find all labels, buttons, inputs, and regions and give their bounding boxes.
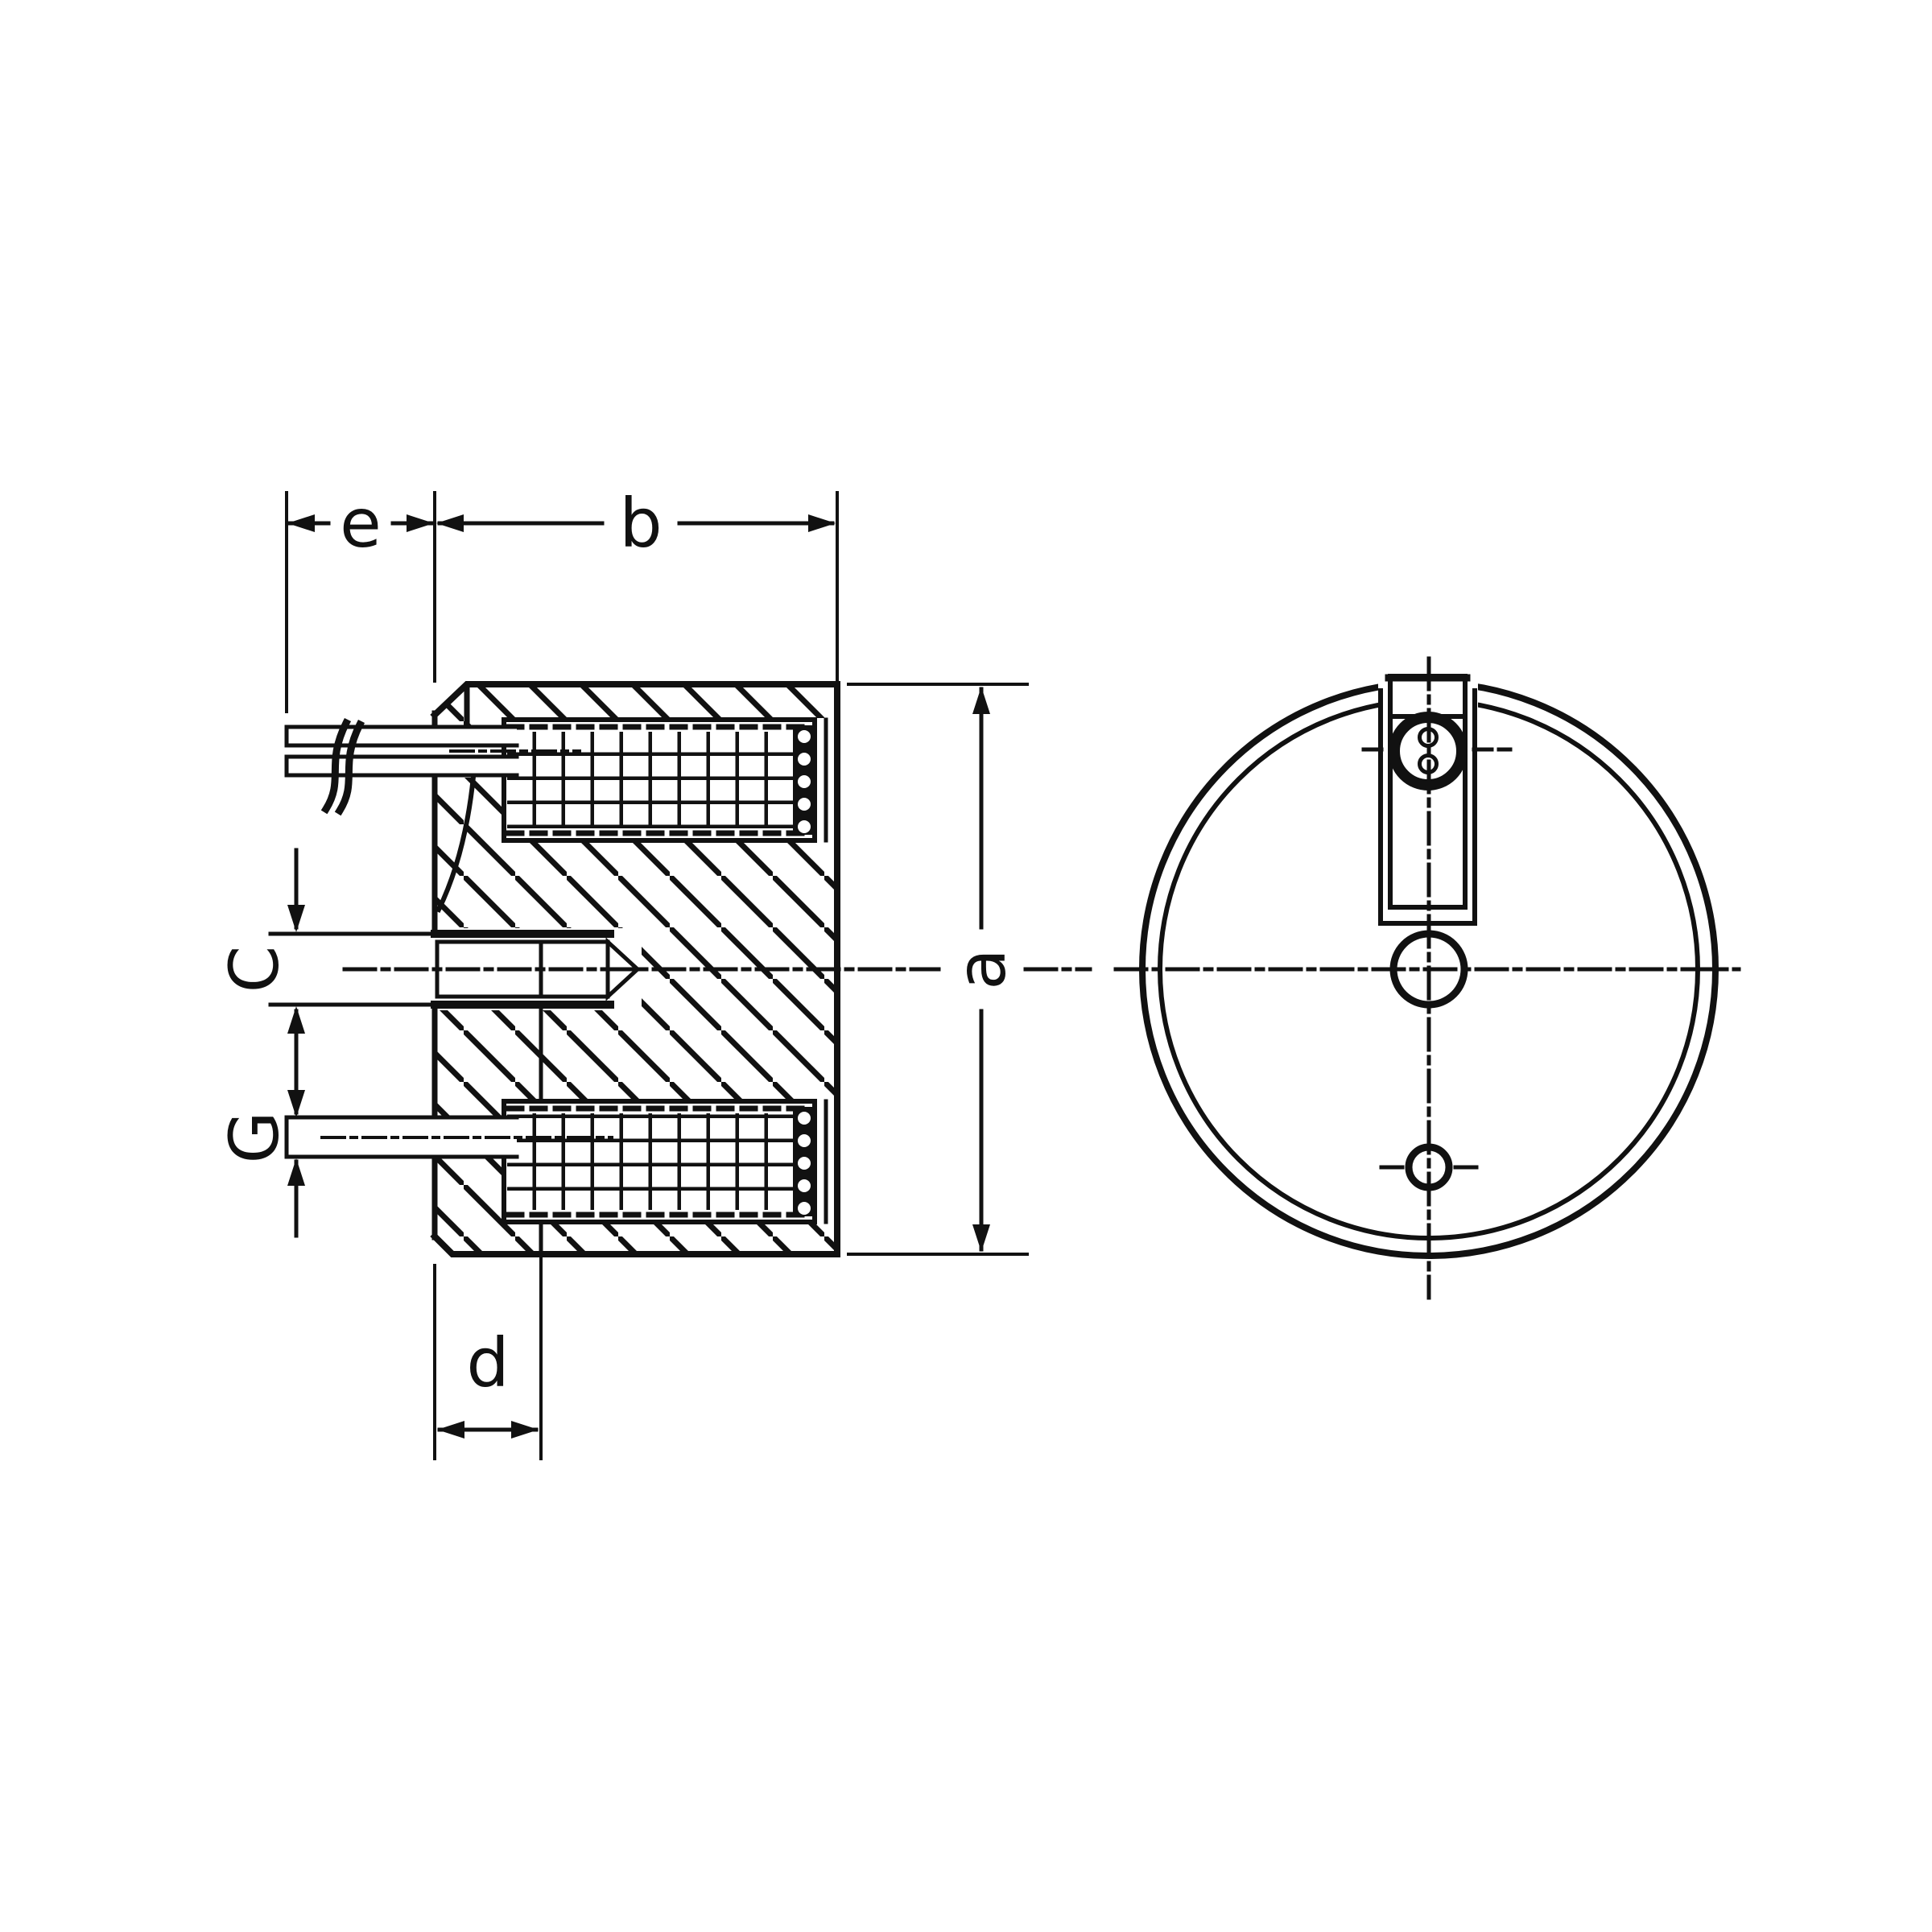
dim-label-b: b <box>619 484 662 563</box>
dim-label-g: G <box>215 1111 294 1163</box>
coil-top <box>502 717 828 843</box>
dim-g: G <box>215 1036 305 1238</box>
dim-label-a: a <box>942 948 1021 989</box>
front-view-centerlines <box>1113 656 1741 1300</box>
wire-groove-curve <box>435 774 477 914</box>
front-view <box>1113 656 1741 1300</box>
dim-a: a <box>847 683 1029 1256</box>
center-hole <box>1389 930 1468 1009</box>
coil-bottom <box>502 1099 828 1224</box>
wire-break-icon <box>320 717 365 816</box>
dim-e: e <box>285 484 436 713</box>
dim-d: d <box>433 1255 543 1460</box>
lead-wires <box>284 717 581 816</box>
dim-b: b <box>436 484 839 683</box>
body-left-face <box>431 683 470 1241</box>
section-view <box>284 681 1092 1257</box>
terminal-screw <box>1361 712 1513 791</box>
dim-c: C <box>215 848 437 1091</box>
lead-wire-g <box>284 1115 613 1159</box>
dimensions: e b a C <box>215 484 1029 1460</box>
dim-label-d: d <box>466 1323 509 1402</box>
mounting-hole <box>1379 1143 1479 1191</box>
dim-label-e: e <box>340 484 382 563</box>
dim-label-c: C <box>215 946 294 993</box>
